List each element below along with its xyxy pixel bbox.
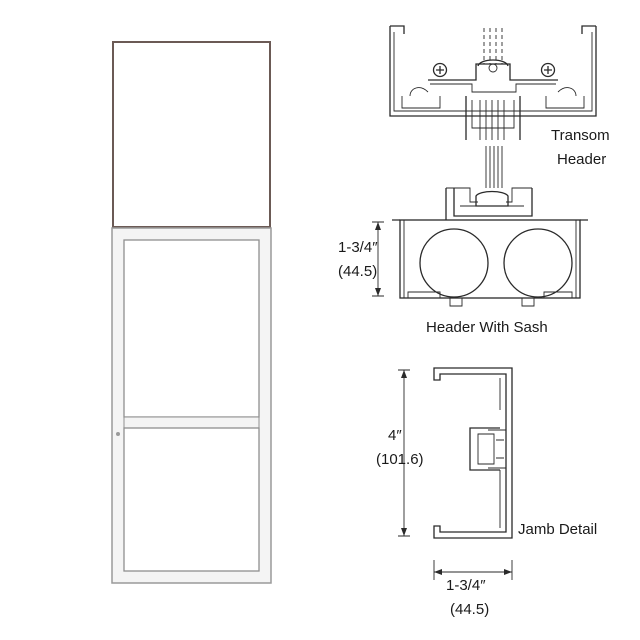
glazing-stem — [485, 146, 503, 188]
door-elevation — [111, 41, 272, 584]
jamb-detail-label: Jamb Detail — [518, 521, 597, 538]
screw-left-icon — [432, 62, 448, 78]
jamb-detail-section — [433, 367, 513, 539]
mid-rail — [123, 416, 260, 429]
jamb-width-dimension — [433, 560, 513, 580]
screw-right-icon — [540, 62, 556, 78]
header-with-sash-section — [392, 187, 588, 307]
header-height-metric: (44.5) — [338, 263, 377, 280]
jamb-depth-fraction: 4″ — [388, 427, 402, 444]
header-dimension — [372, 221, 384, 297]
transom-panel — [112, 41, 271, 228]
transom-header-label-line2: Header — [557, 151, 606, 168]
lower-glass-pane — [123, 427, 260, 572]
header-height-fraction: 1-3/4″ — [338, 239, 378, 256]
header-bore-left — [419, 228, 489, 298]
jamb-depth-dimension — [398, 369, 410, 537]
jamb-width-metric: (44.5) — [450, 601, 489, 618]
header-with-sash-label: Header With Sash — [426, 319, 548, 336]
jamb-depth-metric: (101.6) — [376, 451, 424, 468]
transom-header-section — [389, 25, 597, 140]
header-bore-right — [503, 228, 573, 298]
jamb-width-fraction: 1-3/4″ — [446, 577, 486, 594]
upper-glass-pane — [123, 239, 260, 418]
transom-header-label-line1: Transom — [551, 127, 610, 144]
lock-cylinder — [116, 432, 120, 436]
